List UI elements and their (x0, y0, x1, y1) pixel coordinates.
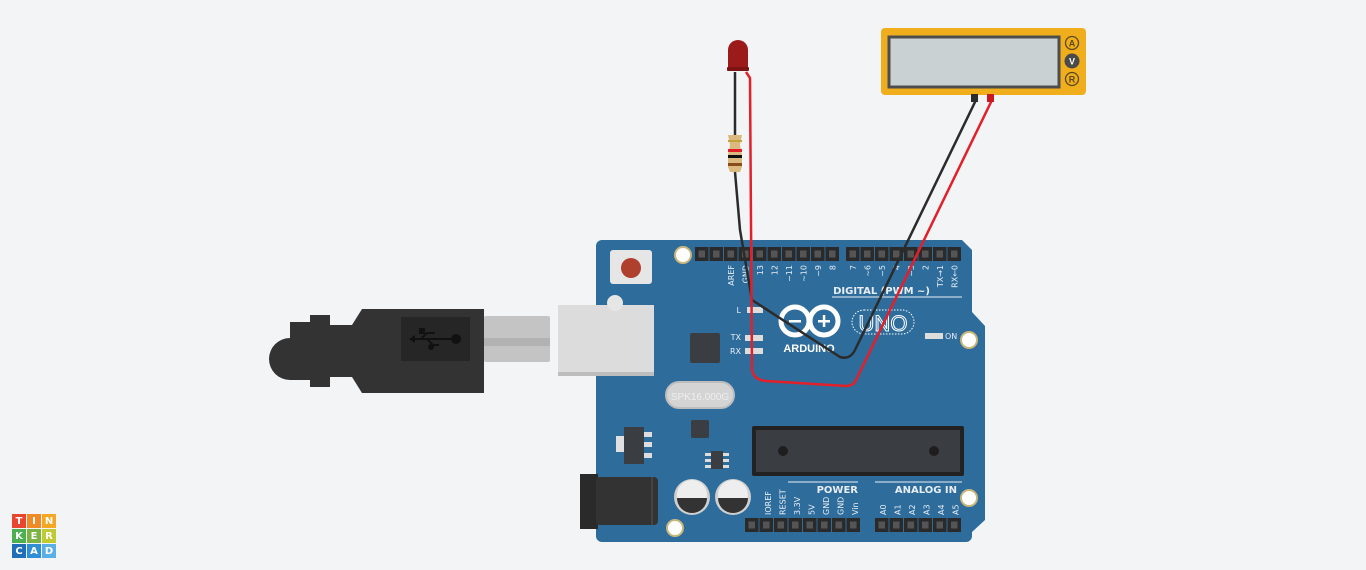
multimeter-display (887, 35, 1061, 89)
power-jack (580, 474, 658, 529)
power-label: POWER (817, 485, 859, 496)
logo-letter: R (42, 529, 56, 543)
arduino-uno-board[interactable]: SPK16.000G L (558, 240, 985, 542)
led-label-l: L (737, 306, 742, 315)
pin-label: GND (742, 265, 751, 283)
pin-label: RX←0 (951, 265, 960, 288)
led-label-rx: RX (730, 347, 742, 356)
crystal: SPK16.000G (665, 381, 735, 409)
pin-label: ~10 (800, 265, 809, 282)
pin-label: RESET (779, 489, 788, 515)
pin-label: A0 (879, 504, 888, 515)
pin-label: 12 (771, 265, 780, 275)
logo-letter: E (27, 529, 41, 543)
mode-ohmmeter[interactable]: R (1064, 71, 1080, 87)
reset-button[interactable] (610, 250, 652, 284)
pin-label: 2 (922, 265, 931, 270)
svg-text:A: A (1069, 39, 1076, 49)
mode-ammeter[interactable]: A (1064, 35, 1080, 51)
resistor[interactable] (728, 135, 742, 172)
pin-label: A5 (952, 504, 961, 515)
pin-label: A2 (908, 504, 917, 515)
usb-icon (409, 328, 461, 350)
pin-label: TX→1 (936, 265, 945, 288)
led-indicators: L TX RX ON (730, 306, 958, 356)
digital-label: DIGITAL (PWM ~) (833, 286, 930, 297)
pin-label: ~3 (907, 265, 916, 277)
probe-black[interactable] (971, 94, 978, 102)
usb-chip (690, 333, 720, 363)
mounting-holes (666, 246, 978, 537)
logo-letter: D (42, 544, 56, 558)
led[interactable] (727, 40, 749, 71)
logo-letter: K (12, 529, 26, 543)
usb-port (558, 305, 654, 375)
pin-label: ~6 (864, 265, 873, 277)
wire-red[interactable] (744, 71, 994, 388)
pin-label: A1 (894, 504, 903, 515)
pin-label: A4 (937, 504, 946, 515)
pin-label: 4 (893, 265, 902, 270)
on-label: ON (945, 332, 957, 341)
multimeter[interactable]: A V R (881, 28, 1086, 102)
logo-letter: A (27, 544, 41, 558)
pin-label: 7 (849, 265, 858, 270)
pin-label: 8 (829, 265, 838, 270)
led-label-tx: TX (730, 333, 742, 342)
probe-red[interactable] (987, 94, 994, 102)
pin-label: 3.3V (793, 496, 802, 515)
logo-letter: C (12, 544, 26, 558)
logo-letter: I (27, 514, 41, 528)
atmega-chip (752, 426, 964, 476)
pin-label: GND (837, 497, 846, 515)
usb-cable[interactable] (269, 309, 550, 393)
pin-label: IOREF (764, 491, 773, 515)
capacitors (674, 479, 751, 515)
pin-label: A3 (923, 504, 932, 515)
pin-label: 5V (808, 504, 817, 515)
svg-text:V: V (1069, 57, 1075, 67)
pin-label: AREF (727, 265, 736, 286)
logo-letter: T (12, 514, 26, 528)
analog-label: ANALOG IN (895, 485, 957, 496)
pin-label: GND (822, 497, 831, 515)
pin-label: 13 (756, 265, 765, 275)
pin-label: ~11 (785, 265, 794, 282)
wire-black[interactable] (733, 72, 978, 359)
mode-voltmeter[interactable]: V (1064, 53, 1080, 69)
pin-label: ~5 (878, 265, 887, 277)
pin-label: ~9 (814, 265, 823, 277)
crystal-label: SPK16.000G (671, 392, 730, 403)
logo-letter: N (42, 514, 56, 528)
voltage-regulator (616, 427, 652, 464)
svg-text:R: R (1069, 75, 1076, 85)
pin-label: Vin (851, 502, 860, 515)
